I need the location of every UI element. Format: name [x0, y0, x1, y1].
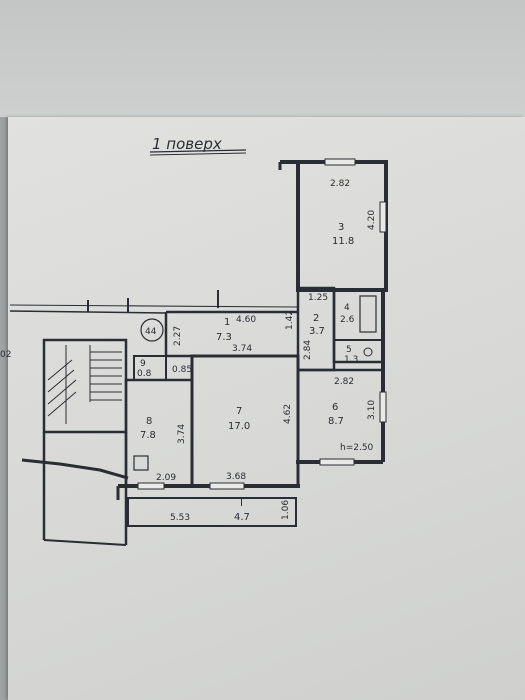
dimension: 1.06: [281, 500, 291, 520]
wall-stair-bottom: [43, 539, 127, 546]
wall-stairwell: [42, 338, 128, 434]
title-underline: [149, 149, 247, 153]
room-area: 7.3: [216, 332, 232, 343]
room-number: 4: [344, 303, 350, 313]
wall-entrance-curve: [21, 458, 129, 480]
dimension: 3.68: [226, 472, 246, 482]
plan-title: 1 поверх: [152, 135, 222, 153]
room-labels: 1 7.3 2 3.7 3 11.8 4 2.6 5 1.3 6 8.7 7 1…: [137, 222, 358, 523]
room-number: 9: [140, 359, 146, 369]
entrance-mark: 44: [145, 327, 157, 337]
room-number: 6: [332, 402, 338, 413]
stairs: [47, 345, 122, 433]
room-area: 3.7: [309, 326, 325, 337]
dimension: 4.62: [283, 404, 293, 424]
room-number: 2: [313, 313, 319, 324]
document-edge: [0, 117, 10, 700]
room-area: 11.8: [332, 236, 354, 247]
room-number: 3: [338, 222, 344, 233]
dimension: 2.82: [334, 377, 354, 387]
room-number: 5: [346, 345, 352, 355]
dimension: 1.42: [285, 310, 295, 330]
ceiling-height: h=2.50: [340, 443, 374, 453]
windows: [137, 158, 387, 490]
dimension: 3.74: [177, 424, 187, 444]
entrance-circle: [140, 318, 164, 342]
dimension-labels: 2.82 4.20 1.25 4.60 1.42 2.27 3.74 2.84 …: [156, 179, 377, 523]
room-area: 2.6: [340, 315, 355, 325]
floor-plan-sheet: [8, 117, 525, 700]
dimension: 2.27: [173, 326, 183, 346]
bathtub-icon: [359, 295, 377, 333]
stove-icon: [133, 455, 149, 471]
dimension: 3.10: [367, 400, 377, 420]
dimension: 4.60: [236, 315, 256, 325]
dimension: 0.85: [172, 365, 192, 375]
room-area: 17.0: [228, 421, 250, 432]
room-number: 8: [146, 416, 152, 427]
room-area: 1.3: [344, 355, 358, 365]
room-area: 0.8: [137, 369, 152, 379]
title-underline: [149, 152, 247, 156]
side-mark: 02: [0, 350, 11, 360]
wall-room-9: [133, 355, 167, 381]
dimension: 5.53: [170, 513, 190, 523]
room-number: I: [240, 498, 243, 509]
room-area: 8.7: [328, 416, 344, 427]
dimension: 2.82: [330, 179, 350, 189]
dimension: 3.74: [232, 344, 252, 354]
dimension: 1.25: [308, 293, 328, 303]
dimension: 4.20: [367, 210, 377, 230]
room-area: 7.8: [140, 430, 156, 441]
room-number: 1: [224, 317, 230, 328]
room-area: 4.7: [234, 512, 250, 523]
background-sheet: [0, 0, 525, 130]
room-number: 7: [236, 406, 242, 417]
dimension: 2.09: [156, 473, 176, 483]
dimension: 2.84: [303, 340, 313, 360]
toilet-icon: [363, 347, 373, 357]
neighbor-line: [9, 304, 299, 308]
wall-balcony: [127, 497, 297, 527]
